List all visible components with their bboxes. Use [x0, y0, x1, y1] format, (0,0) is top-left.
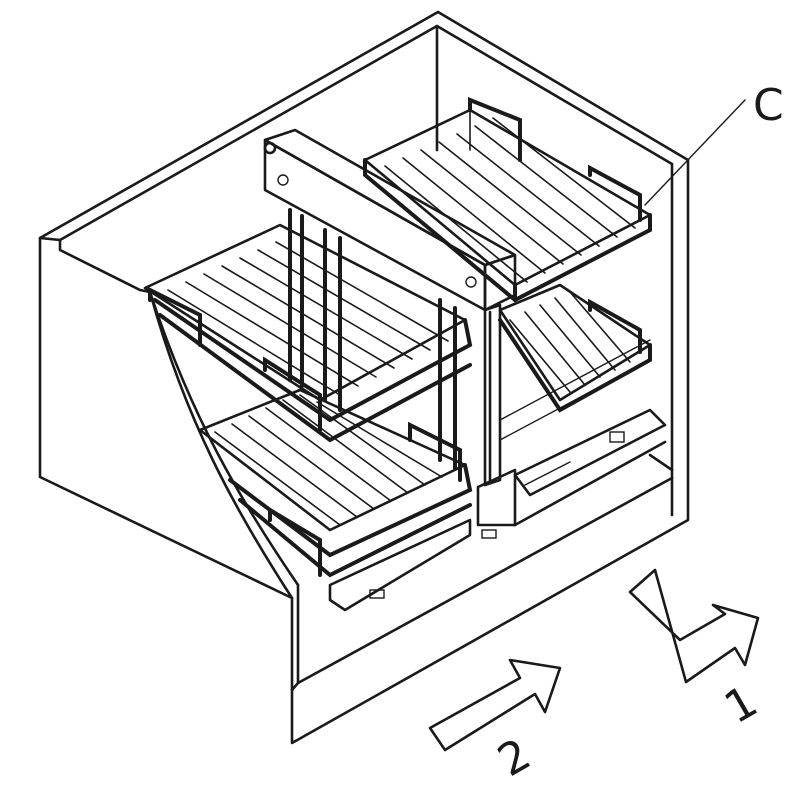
- label-c: C: [753, 80, 784, 131]
- callout-c: C: [644, 80, 784, 206]
- back-upper-basket: [363, 97, 652, 303]
- label-2: 2: [490, 729, 540, 787]
- l-shaped-arrow-icon: 1: [628, 568, 766, 734]
- cabinet: [38, 10, 690, 745]
- support-frame: [263, 128, 667, 527]
- back-lower-basket: [498, 283, 652, 441]
- label-1: 1: [716, 676, 766, 734]
- front-lower-basket: [198, 388, 497, 612]
- front-upper-basket: [143, 223, 473, 443]
- straight-arrow-icon: 2: [428, 658, 562, 787]
- callout-c-leader: [644, 99, 746, 206]
